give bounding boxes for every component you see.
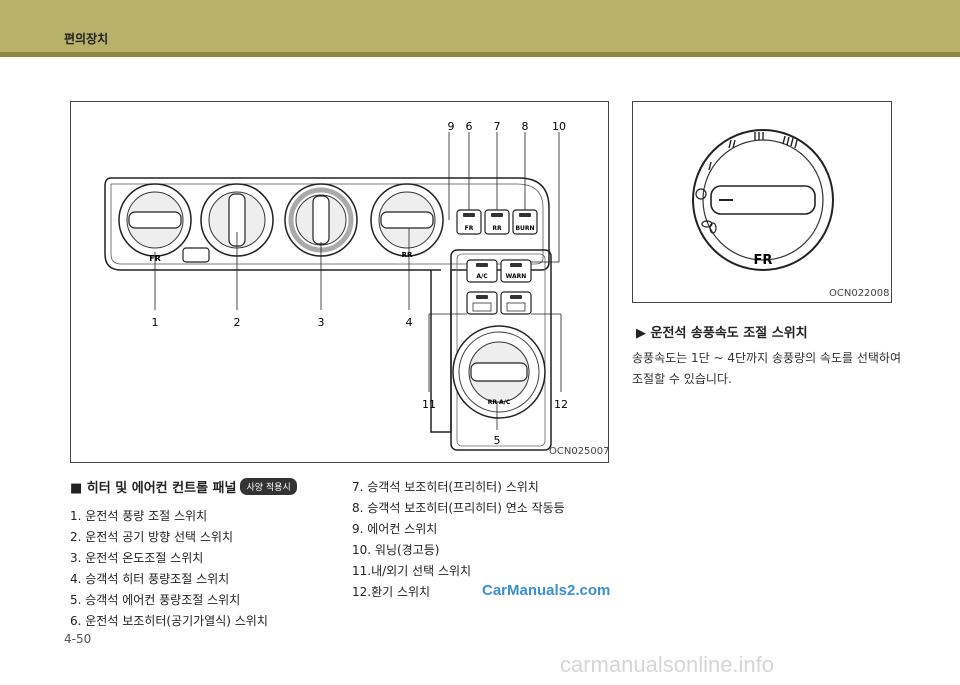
page-section-title: 편의장치	[64, 32, 109, 46]
list-item: 9. 에어컨 스위치	[352, 522, 438, 536]
ac-button[interactable]: A/C	[466, 259, 498, 283]
fan-speed-knob-rr[interactable]: RR	[370, 183, 444, 259]
knob-grip[interactable]	[710, 185, 816, 215]
leader-lines	[154, 132, 562, 430]
header-bar	[0, 0, 960, 52]
rr-label: RR	[402, 251, 413, 259]
callout-4: 4	[406, 316, 413, 329]
lower-panel-outline	[450, 249, 552, 451]
burn-indicator-button[interactable]: BURN	[512, 209, 538, 235]
component-list-right: 7. 승객석 보조히터(프리히터) 스위치 8. 승객석 보조히터(프리히터) …	[352, 477, 565, 603]
figure-caption: ▶ 운전석 송풍속도 조절 스위치	[636, 326, 808, 341]
figure-description: 송풍속도는 1단 ~ 4단까지 송풍량의 속도를 선택하여 조절할 수 있습니다…	[632, 351, 902, 386]
section-title-text: ■ 히터 및 에어컨 컨트롤 패널	[70, 481, 237, 496]
ac-button-label: A/C	[476, 273, 488, 280]
burn-button-label: BURN	[515, 225, 534, 232]
callout-1: 1	[152, 316, 159, 329]
list-item: 4. 승객석 히터 풍량조절 스위치	[70, 572, 230, 586]
list-item: 3. 운전석 온도조절 스위치	[70, 551, 204, 565]
callout-6: 6	[466, 120, 473, 133]
warn-button-label: WARN	[506, 273, 527, 280]
callout-5: 5	[494, 434, 501, 447]
section-title: ■ 히터 및 에어컨 컨트롤 패널 사양 적용시	[70, 477, 297, 496]
callout-9: 9	[448, 120, 455, 133]
list-item: 5. 승객석 에어컨 풍량조절 스위치	[70, 593, 241, 607]
fan-icon	[701, 220, 717, 234]
footer-watermark: carmanualsonline.info	[560, 652, 775, 677]
off-icon	[695, 188, 707, 200]
small-switch[interactable]	[182, 247, 210, 263]
callout-11: 11	[422, 398, 436, 411]
control-panel-illustration: FR RR FR	[104, 120, 568, 451]
fan-knob-figure: FR OCN022008	[632, 101, 892, 303]
list-item: 6. 운전석 보조히터(공기가열식) 스위치	[70, 614, 268, 628]
list-item: 7. 승객석 보조히터(프리히터) 스위치	[352, 480, 539, 494]
panel-inner-outline	[110, 183, 544, 265]
callout-3: 3	[318, 316, 325, 329]
fan-knob-illustration: FR	[692, 129, 834, 271]
recirculation-button[interactable]	[466, 291, 498, 315]
list-item: 11.내/외기 선택 스위치	[352, 564, 472, 578]
callout-10: 10	[552, 120, 566, 133]
list-item: 2. 운전석 공기 방향 선택 스위치	[70, 530, 234, 544]
rr-ac-fan-knob[interactable]: RR A/C	[452, 325, 546, 419]
list-item: 12.환기 스위치	[352, 585, 431, 599]
rr-ac-label: RR A/C	[488, 399, 511, 406]
lower-panel-inner	[456, 253, 546, 447]
header-divider	[0, 52, 960, 57]
panel-outline	[104, 177, 550, 433]
option-badge: 사양 적용시	[240, 478, 297, 495]
callout-8: 8	[522, 120, 529, 133]
ventilation-button[interactable]	[500, 291, 532, 315]
figure-code: OCN022008	[829, 288, 890, 299]
callout-7: 7	[494, 120, 501, 133]
fr-button-label: FR	[465, 225, 474, 232]
callout-2: 2	[234, 316, 241, 329]
list-item: 8. 승객석 보조히터(프리히터) 연소 작동등	[352, 501, 565, 515]
speed-marks	[708, 132, 798, 171]
list-item: 1. 운전석 풍량 조절 스위치	[70, 509, 208, 523]
callout-12: 12	[554, 398, 568, 411]
component-list-left: 1. 운전석 풍량 조절 스위치 2. 운전석 공기 방향 선택 스위치 3. …	[70, 506, 268, 632]
fr-label: FR	[754, 253, 773, 268]
figure-code: OCN025007	[549, 446, 610, 457]
list-item: 10. 워닝(경고등)	[352, 543, 440, 557]
page-number: 4-50	[64, 632, 92, 646]
watermark-link[interactable]: CarManuals2.com	[482, 582, 611, 599]
warn-button[interactable]: WARN	[500, 259, 532, 283]
rr-button-label: RR	[492, 225, 502, 232]
fan-speed-knob-fr[interactable]: FR	[118, 183, 192, 263]
fr-heater-button[interactable]: FR	[456, 209, 482, 235]
rr-heater-button[interactable]: RR	[484, 209, 510, 235]
control-panel-figure: FR RR FR	[70, 101, 610, 463]
